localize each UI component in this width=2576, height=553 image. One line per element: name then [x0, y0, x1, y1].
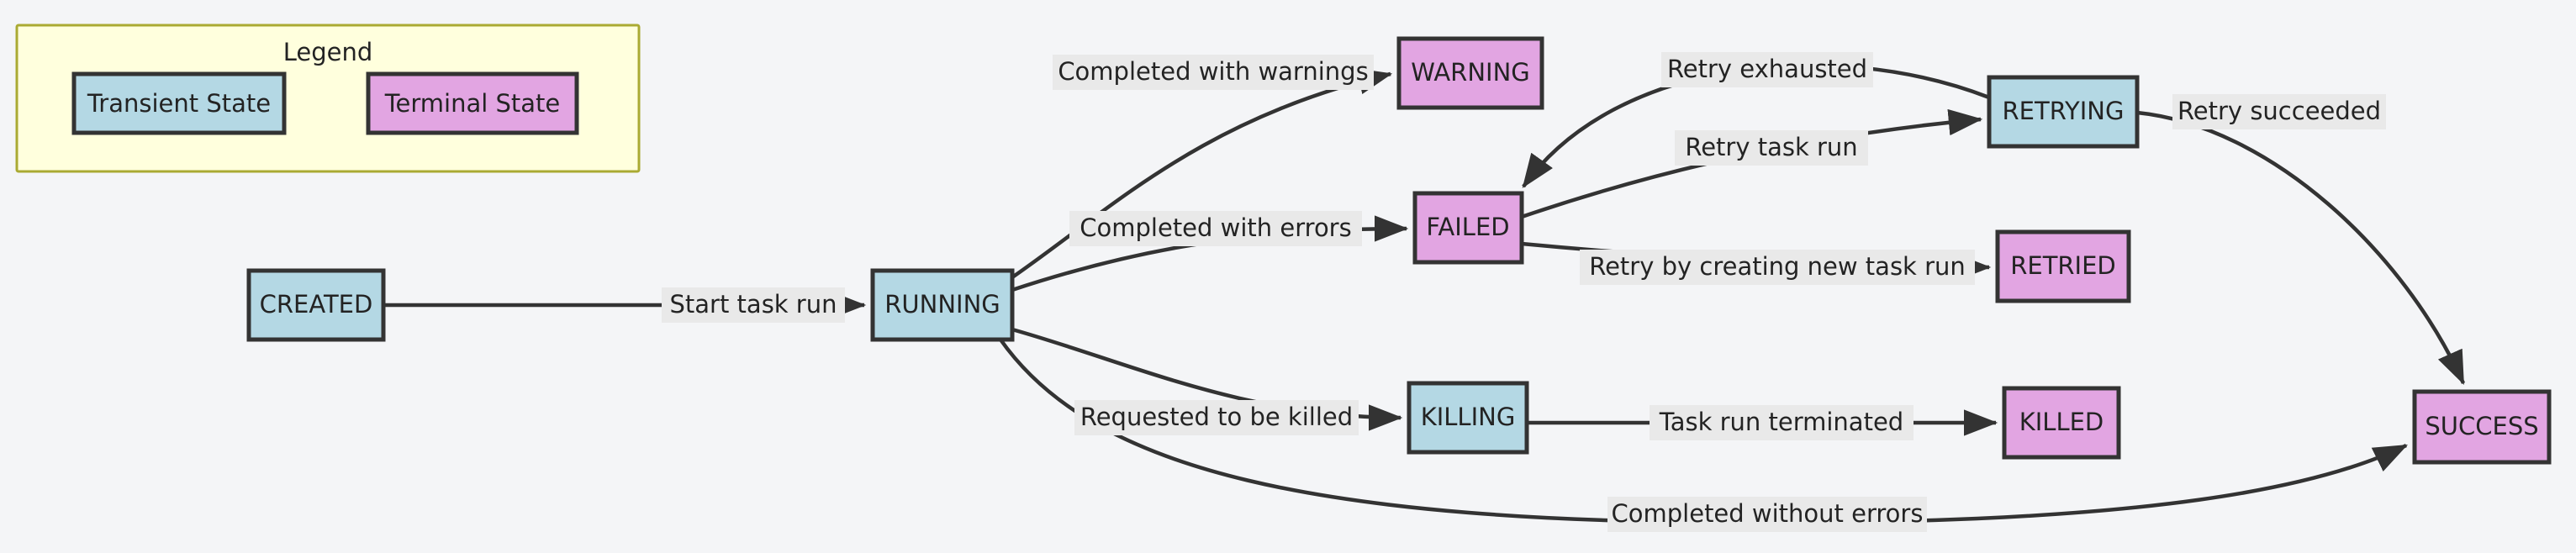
svg-text:Retry succeeded: Retry succeeded: [2177, 97, 2381, 125]
svg-text:Task run terminated: Task run terminated: [1659, 408, 1903, 436]
node-label-running: RUNNING: [884, 290, 1000, 319]
legend-label-terminal: Terminal State: [384, 89, 561, 118]
edge-label-running-success: Completed without errors: [1607, 497, 1927, 532]
node-label-created: CREATED: [260, 290, 373, 319]
node-retrying[interactable]: RETRYING: [1987, 75, 2140, 149]
node-retried[interactable]: RETRIED: [1995, 229, 2131, 303]
node-label-killing: KILLING: [1421, 403, 1516, 431]
node-success[interactable]: SUCCESS: [2412, 389, 2552, 465]
node-running[interactable]: RUNNING: [870, 268, 1015, 342]
edge-retrying-success: [2136, 110, 2466, 386]
edge-label-failed-retried: Retry by creating new task run: [1580, 250, 1975, 285]
svg-text:Completed with errors: Completed with errors: [1079, 213, 1351, 242]
node-label-retried: RETRIED: [2010, 251, 2116, 280]
svg-text:Retry exhausted: Retry exhausted: [1667, 55, 1867, 83]
edge-label-running-killing: Requested to be killed: [1074, 400, 1359, 435]
node-killing[interactable]: KILLING: [1407, 381, 1529, 455]
svg-text:Completed with warnings: Completed with warnings: [1058, 57, 1368, 86]
node-label-warning: WARNING: [1411, 58, 1530, 87]
legend-swatch-transient: [71, 71, 287, 135]
edge-label-retrying-failed: Retry exhausted: [1661, 52, 1873, 87]
node-label-killed: KILLED: [2019, 408, 2104, 436]
node-label-failed: FAILED: [1426, 213, 1509, 241]
node-failed[interactable]: FAILED: [1412, 191, 1524, 265]
edge-label-running-failed: Completed with errors: [1069, 211, 1362, 246]
edge-label-running-warning: Completed with warnings: [1053, 55, 1374, 90]
node-warning[interactable]: WARNING: [1396, 36, 1544, 110]
node-label-retrying: RETRYING: [2003, 97, 2125, 125]
svg-text:Completed without errors: Completed without errors: [1612, 499, 1924, 528]
edge-running-warning: [1011, 68, 1393, 279]
nodes-layer: CREATED RUNNING WARNING FAILED KILLING R…: [246, 36, 2552, 465]
legend-label-transient: Transient State: [87, 89, 271, 118]
svg-text:Retry task run: Retry task run: [1685, 133, 1857, 161]
edge-label-created-running: Start task run: [662, 287, 845, 323]
edge-label-killing-killed: Task run terminated: [1650, 405, 1914, 440]
edge-label-retrying-success: Retry succeeded: [2172, 94, 2386, 129]
node-killed[interactable]: KILLED: [2002, 386, 2121, 460]
svg-text:Start task run: Start task run: [669, 290, 837, 319]
node-created[interactable]: CREATED: [246, 268, 386, 342]
edge-labels-layer: Start task run Completed with warnings C…: [662, 52, 2386, 532]
svg-text:Retry by creating new task run: Retry by creating new task run: [1589, 252, 1966, 281]
svg-text:Requested to be killed: Requested to be killed: [1080, 403, 1353, 431]
legend: Legend Transient State Terminal State: [15, 24, 641, 173]
legend-title: Legend: [283, 38, 373, 66]
edge-label-failed-retrying: Retry task run: [1675, 130, 1868, 166]
node-label-success: SUCCESS: [2425, 412, 2538, 440]
legend-swatch-terminal: [366, 71, 579, 135]
